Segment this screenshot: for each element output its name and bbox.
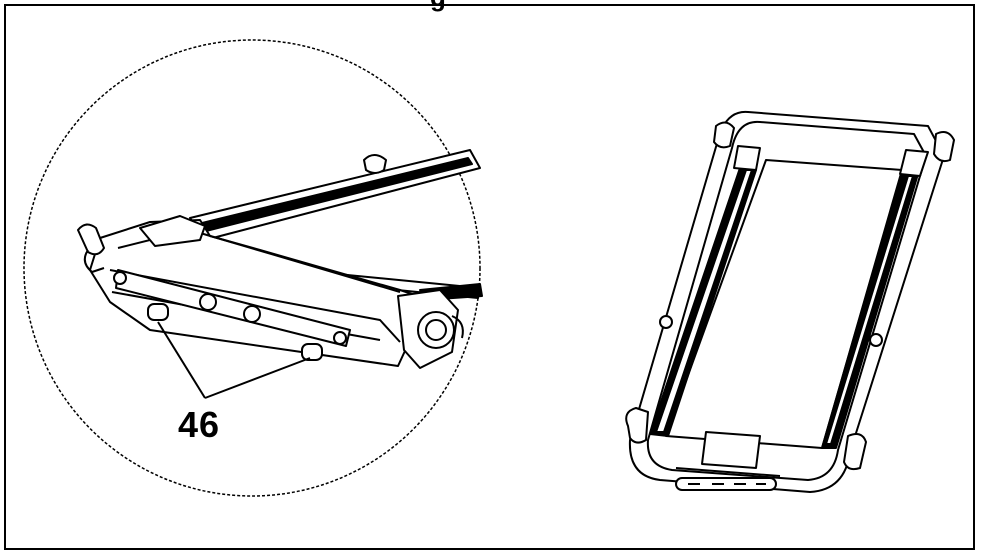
part-number-label: 46 xyxy=(178,404,221,445)
clipped-heading-fragment: g xyxy=(430,0,446,13)
callout-leaders xyxy=(157,321,311,399)
detail-view-treadmill xyxy=(77,149,483,369)
detail-circle-outline xyxy=(23,39,481,497)
full-treadmill-view xyxy=(625,110,955,493)
detail-circle xyxy=(23,39,481,497)
